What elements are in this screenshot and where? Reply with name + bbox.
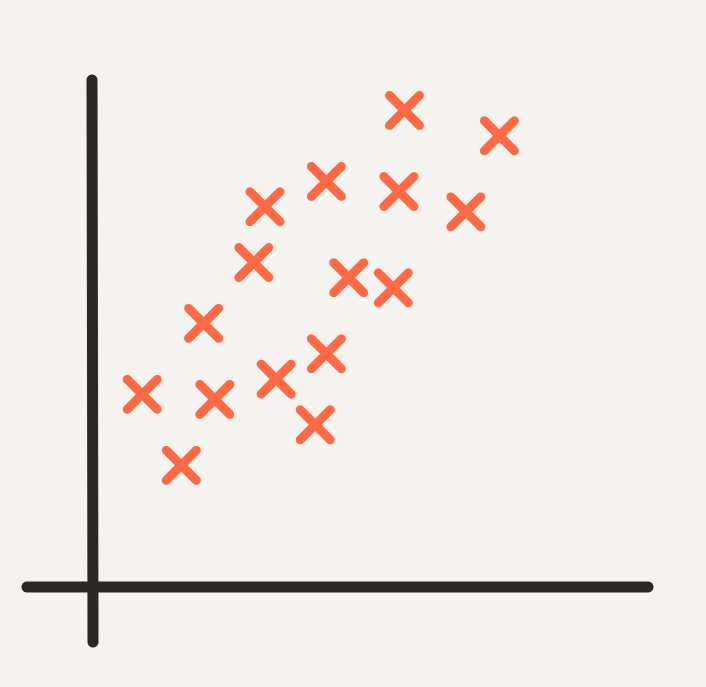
scatter-points bbox=[122, 90, 519, 485]
marker-stroke bbox=[184, 303, 224, 343]
marker-stroke bbox=[306, 334, 346, 374]
scatter-point bbox=[184, 303, 224, 343]
scatter-point bbox=[234, 243, 274, 283]
scatter-point bbox=[384, 90, 424, 130]
scatter-point bbox=[195, 379, 235, 419]
scatter-point bbox=[245, 187, 285, 227]
scatter-point bbox=[373, 268, 413, 308]
marker-stroke bbox=[384, 90, 424, 130]
scatter-point bbox=[329, 258, 369, 298]
marker-stroke bbox=[234, 243, 274, 283]
scatter-point bbox=[256, 359, 296, 399]
marker-stroke bbox=[195, 379, 235, 419]
scatter-point bbox=[306, 334, 346, 374]
axes bbox=[21, 74, 654, 648]
scatter-point bbox=[446, 192, 486, 232]
marker-stroke bbox=[373, 268, 413, 308]
marker-stroke bbox=[379, 172, 419, 212]
scatter-point bbox=[161, 445, 201, 485]
marker-stroke bbox=[161, 445, 201, 485]
scatter-point bbox=[295, 405, 335, 445]
marker-stroke bbox=[479, 116, 519, 156]
marker-stroke bbox=[446, 192, 486, 232]
scatter-point bbox=[479, 116, 519, 156]
marker-stroke bbox=[122, 374, 162, 414]
marker-stroke bbox=[295, 405, 335, 445]
y-axis bbox=[86, 74, 99, 648]
marker-stroke bbox=[245, 187, 285, 227]
scatter-point bbox=[379, 172, 419, 212]
marker-stroke bbox=[329, 258, 369, 298]
scatter-point bbox=[122, 374, 162, 414]
marker-stroke bbox=[256, 359, 296, 399]
marker-stroke bbox=[306, 161, 346, 201]
scatter-point bbox=[306, 161, 346, 201]
